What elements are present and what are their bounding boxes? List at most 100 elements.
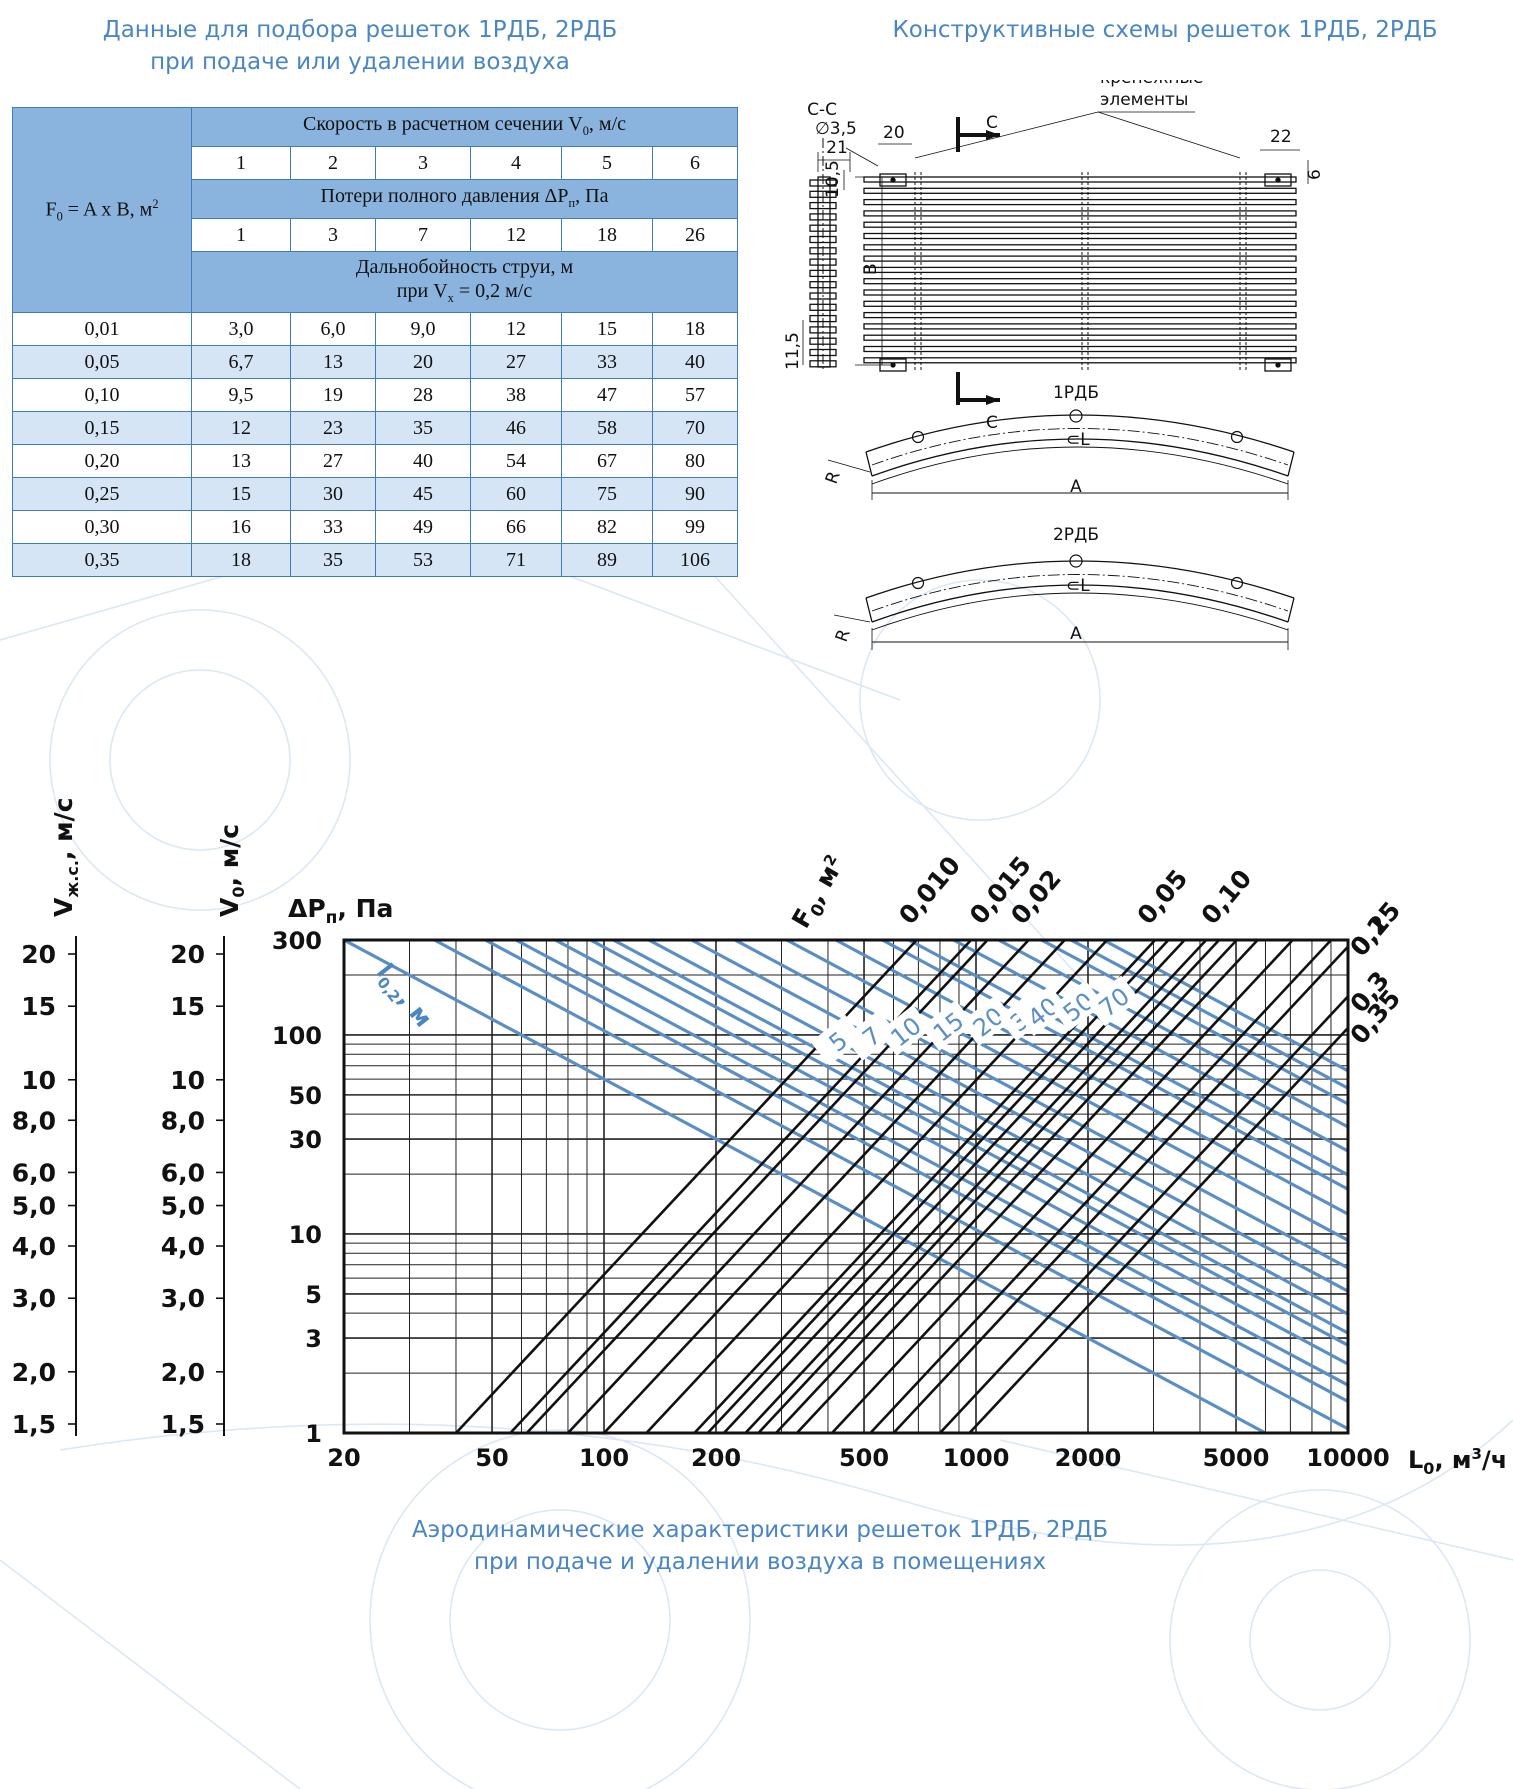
x-tick-label: 50 xyxy=(475,1444,508,1472)
range-cell: 28 xyxy=(375,378,471,412)
range-header-pre: при V xyxy=(396,279,448,302)
schemes-title-line: Конструктивные схемы решеток 1РДБ, 2РДБ xyxy=(892,17,1438,43)
dim-d35-label: ∅3,5 xyxy=(815,119,857,139)
fasteners-label-line2: элементы xyxy=(1100,90,1188,110)
x-axis-label-end: /ч xyxy=(1482,1446,1507,1474)
range-label-bg xyxy=(1015,985,1069,1037)
fastener-hole xyxy=(1275,362,1281,368)
chart-title-line1: Аэродинамические характеристики решеток … xyxy=(411,1517,1109,1543)
y-tick-label: 30 xyxy=(289,1126,322,1154)
y-axis-label-main: ΔP xyxy=(288,894,326,923)
range-cell: 38 xyxy=(470,378,562,412)
area-cell: 0,15 xyxy=(12,411,192,445)
range-line xyxy=(734,940,1348,1270)
range-cell: 13 xyxy=(191,444,291,478)
range-cell: 3,0 xyxy=(191,312,291,346)
vjs-label-main: V xyxy=(49,897,78,917)
range-cell: 18 xyxy=(652,312,738,346)
speed-cell: 3 xyxy=(375,146,471,180)
range-cell: 71 xyxy=(470,543,562,577)
cut-label-bottom: С xyxy=(986,413,998,433)
speed-header: Скорость в расчетном сечении V0, м/с xyxy=(191,107,738,147)
x-tick-label: 20 xyxy=(327,1444,360,1472)
arc-view-1rdb: 1РДБ ⊂L A R xyxy=(822,383,1295,500)
range-cell: 89 xyxy=(561,543,653,577)
velocity-scale-label: 2,0 xyxy=(12,1358,56,1387)
loss-cell: 1 xyxy=(191,218,291,252)
range-cell: 9,0 xyxy=(375,312,471,346)
cl-label-2: ⊂L xyxy=(1066,576,1090,596)
area-cell: 0,30 xyxy=(12,510,192,544)
dim-22-label: 22 xyxy=(1270,127,1292,147)
cl-label-2-letter: L xyxy=(1080,576,1090,596)
v0-label-unit: , м/с xyxy=(215,824,244,887)
x-tick-label: 100 xyxy=(579,1444,629,1472)
range-cell: 40 xyxy=(375,444,471,478)
speed-cell: 1 xyxy=(191,146,291,180)
range-cell: 20 xyxy=(375,345,471,379)
range-cell: 75 xyxy=(561,477,653,511)
range-cell: 82 xyxy=(561,510,653,544)
label-2rdb: 2РДБ xyxy=(1053,525,1099,545)
range-cell: 27 xyxy=(290,444,376,478)
velocity-scale-label: 1,5 xyxy=(12,1410,56,1439)
front-slat xyxy=(863,334,1297,341)
range-line xyxy=(589,940,1348,1348)
selection-title-line1: Данные для подбора решеток 1РДБ, 2РДБ xyxy=(102,17,618,43)
section-label: С-С xyxy=(807,100,837,120)
area-header-f: F xyxy=(45,198,57,221)
front-slat xyxy=(863,266,1297,274)
area-line-label: 0,10 xyxy=(1195,864,1257,930)
range-cell: 53 xyxy=(375,543,471,577)
range-lines xyxy=(344,940,1348,1433)
range-line xyxy=(554,940,1348,1366)
velocity-scale-label: 2,0 xyxy=(161,1358,205,1387)
area-line xyxy=(831,940,1294,1433)
range-line xyxy=(1070,940,1348,1091)
schemes-title: Конструктивные схемы решеток 1РДБ, 2РДБ xyxy=(840,14,1490,46)
loss-cell: 3 xyxy=(290,218,376,252)
front-slat xyxy=(863,323,1297,330)
range-line xyxy=(433,940,1348,1431)
area-line xyxy=(455,940,918,1433)
x-axis-label: L0, м3/ч xyxy=(1408,1445,1507,1478)
front-slat xyxy=(863,210,1297,217)
front-slat xyxy=(863,255,1297,262)
range-header-sub: x xyxy=(447,290,454,305)
x-tick-label: 500 xyxy=(839,1444,889,1472)
front-slat xyxy=(863,345,1297,353)
range-cell: 12 xyxy=(191,411,291,445)
fastener-element xyxy=(879,358,907,372)
speed-cell: 2 xyxy=(290,146,376,180)
label-1rdb: 1РДБ xyxy=(1053,383,1099,403)
area-line xyxy=(775,940,1238,1433)
section-frame xyxy=(817,176,831,368)
area-cell: 0,05 xyxy=(12,345,192,379)
dim-105-label: 10,5 xyxy=(823,160,843,198)
x-tick-label: 10000 xyxy=(1306,1444,1390,1472)
front-slat xyxy=(863,244,1297,251)
velocity-scale-label: 8,0 xyxy=(12,1106,56,1135)
fasteners-label-line1: крепежные xyxy=(1100,80,1203,88)
dim-a-label-2: A xyxy=(1070,624,1082,644)
fastener-hole xyxy=(890,362,896,368)
y-axis-label: ΔPп, Па xyxy=(288,894,393,928)
range-cell: 27 xyxy=(470,345,562,379)
area-line xyxy=(892,944,1348,1433)
speed-header-sub: 0 xyxy=(582,123,589,138)
area-axis-label: F0, м2 xyxy=(786,851,854,936)
loss-header-sub: п xyxy=(568,195,576,210)
speed-cell: 4 xyxy=(470,146,562,180)
